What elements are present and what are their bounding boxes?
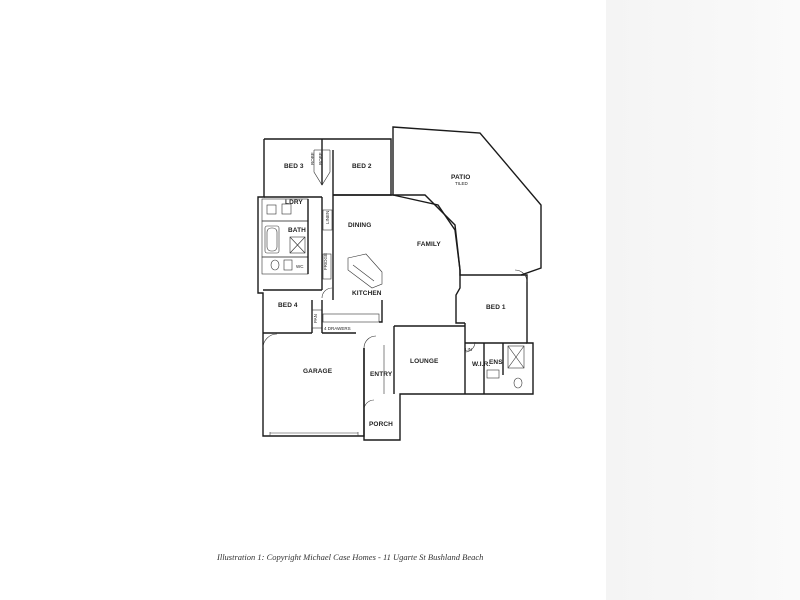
label-lin: LIN — [465, 347, 472, 352]
outer-walls — [257, 126, 542, 441]
room-labels: BED 3 BED 2 PATIO TILED DINING FAMILY KI… — [278, 163, 506, 428]
label-kitchen: KITCHEN — [352, 290, 382, 297]
label-ldry: LDRY — [285, 199, 303, 206]
label-bed2: BED 2 — [352, 163, 372, 170]
label-wc: WC — [296, 264, 304, 269]
illustration-caption: Illustration 1: Copyright Michael Case H… — [217, 552, 484, 562]
label-lounge: LOUNGE — [410, 358, 439, 365]
label-bed4: BED 4 — [278, 302, 298, 309]
label-garage: GARAGE — [303, 368, 333, 375]
label-fridge: FRIDGE — [323, 253, 328, 270]
label-patio-sub: TILED — [455, 181, 469, 186]
label-linen: LINEN — [325, 211, 330, 224]
small-annotations: ROBE ROBE LINEN WC PAN LIN FRIDGE 4 DRAW… — [296, 152, 472, 352]
label-porch: PORCH — [369, 421, 393, 428]
label-ens: ENS — [489, 359, 503, 366]
label-robe-1: ROBE — [310, 152, 315, 165]
label-family: FAMILY — [417, 241, 441, 248]
label-bath: BATH — [288, 227, 306, 234]
label-bed1: BED 1 — [486, 304, 506, 311]
interior-walls — [261, 139, 528, 411]
label-dining: DINING — [348, 222, 371, 229]
label-entry: ENTRY — [370, 371, 393, 378]
label-wir: W.I.R. — [472, 361, 490, 368]
label-patio: PATIO — [451, 174, 470, 181]
label-bed3: BED 3 — [284, 163, 304, 170]
scan-shadow — [606, 0, 800, 600]
label-pan: PAN — [313, 314, 318, 323]
label-store: 4 DRAWERS — [324, 326, 351, 331]
label-robe-2: ROBE — [318, 152, 323, 165]
